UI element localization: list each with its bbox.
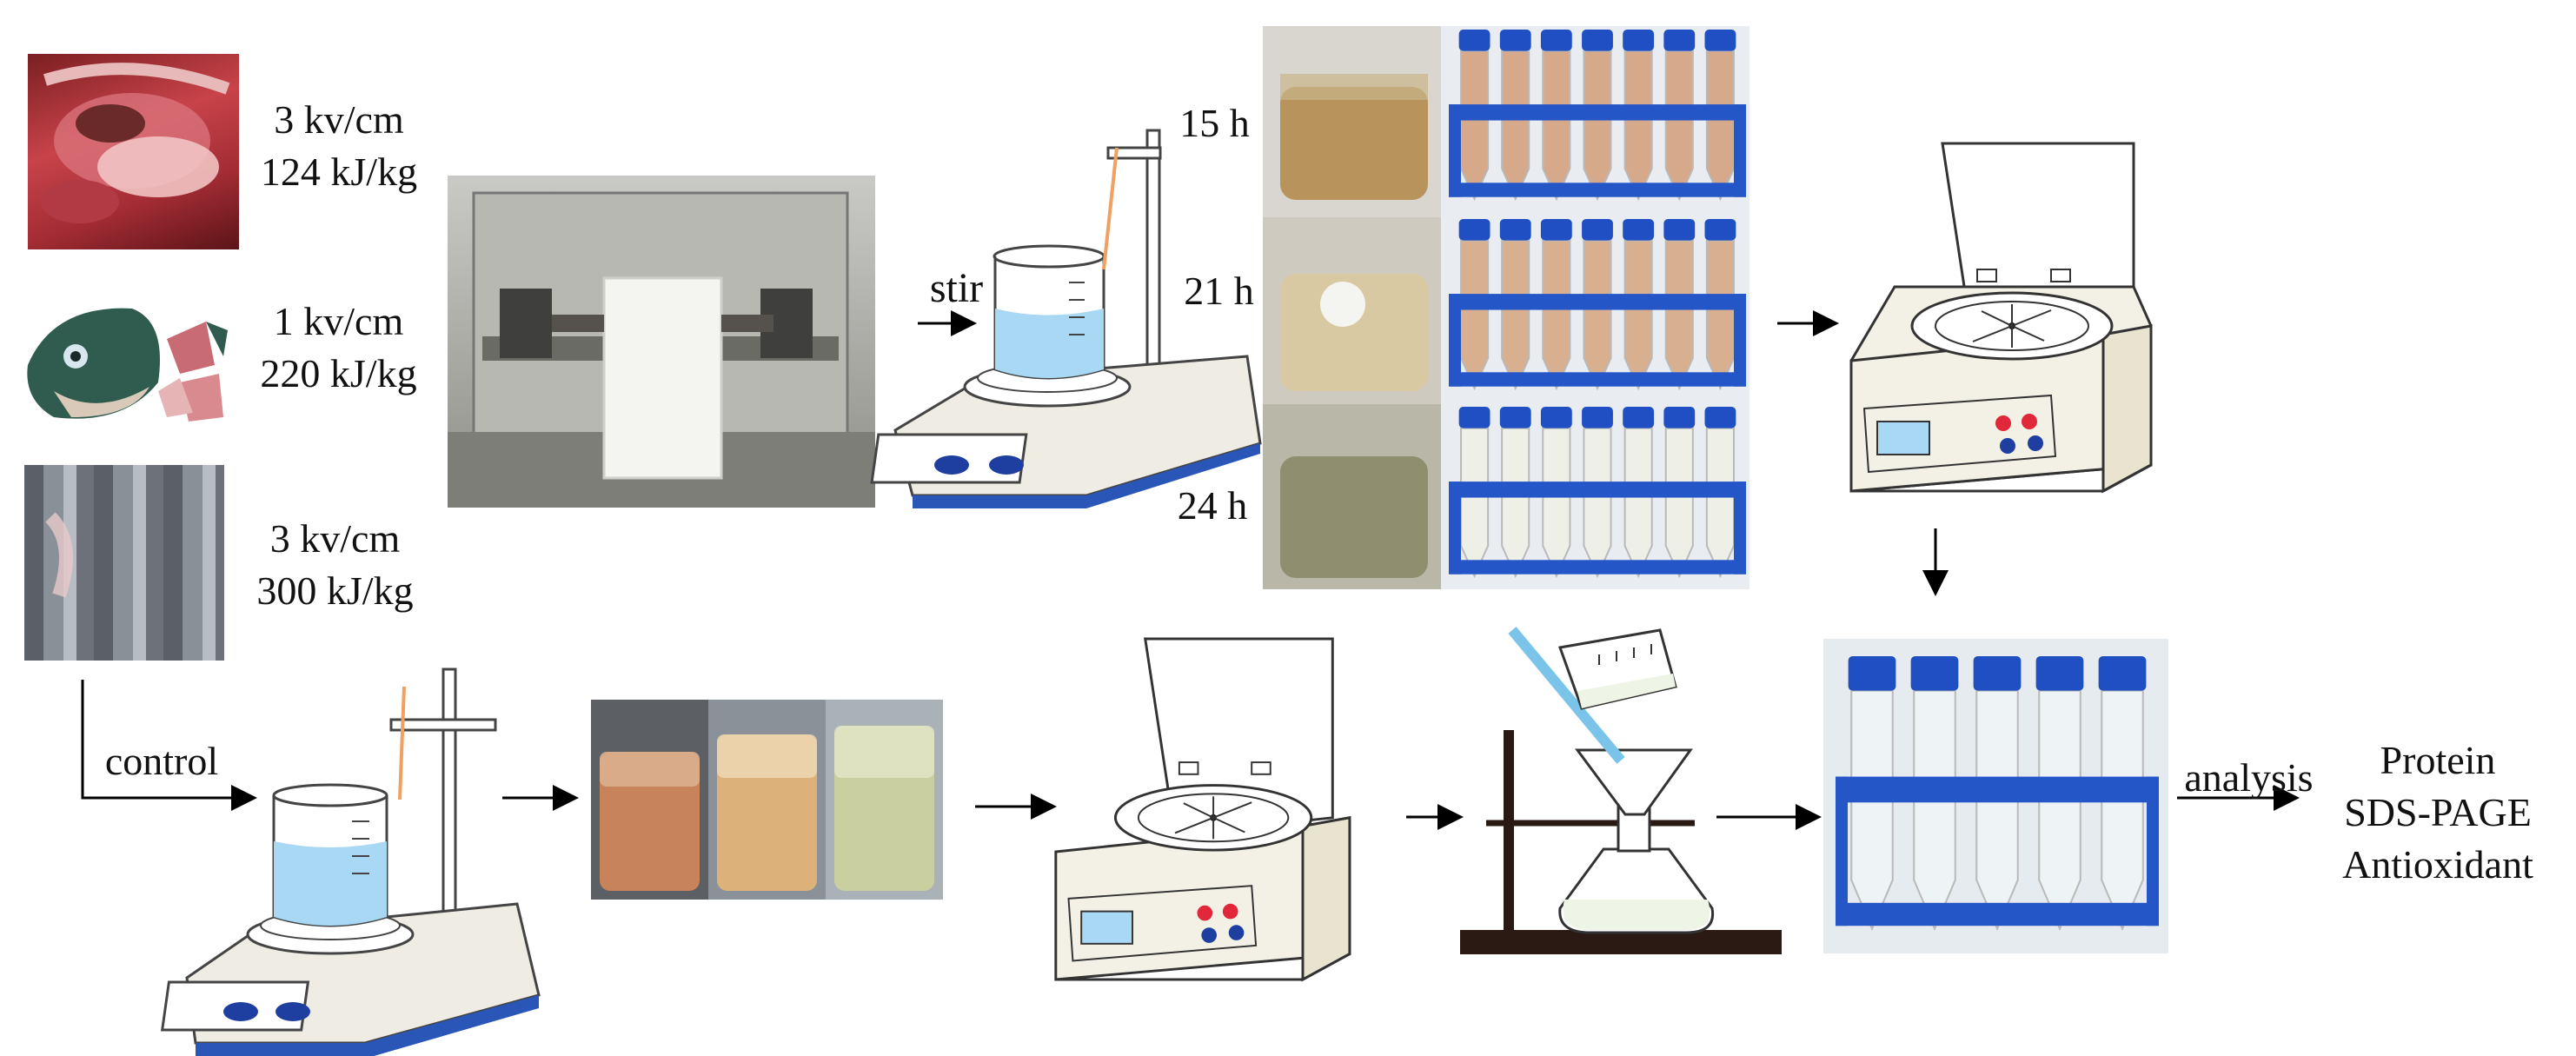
rack-leg — [2147, 776, 2159, 926]
arrow-control — [81, 680, 257, 811]
step-label-stir: stir — [929, 265, 984, 311]
tube-cap — [1910, 656, 1959, 691]
rack-leg — [1836, 776, 1848, 926]
incubation-tube-racks — [1449, 30, 1746, 579]
tube — [1705, 239, 1735, 391]
tube-cap — [1663, 30, 1696, 51]
tube — [1460, 239, 1490, 391]
tube — [1583, 50, 1612, 202]
centrifuge-2 — [1054, 637, 1351, 982]
tube — [1705, 427, 1735, 579]
pef-treatment-chamber-photo — [448, 176, 875, 508]
rack-leg — [1449, 294, 1461, 387]
tube — [1460, 427, 1490, 579]
rack-leg — [1734, 482, 1746, 574]
step-label-analysis: analysis — [2184, 755, 2314, 800]
tube — [1913, 689, 1956, 932]
tube-cap — [1623, 30, 1655, 51]
filtration-setup — [1460, 627, 1782, 954]
sample-photo-fish-viscera — [28, 54, 239, 249]
final-supernatant-tubes-photo — [1823, 639, 2168, 953]
tube — [1975, 689, 2019, 932]
tube-cap — [1663, 219, 1696, 241]
tube-cap — [1499, 30, 1531, 51]
tube — [1501, 50, 1530, 202]
tube-cap — [2098, 656, 2147, 691]
rack-bar — [1449, 482, 1746, 498]
tube — [1623, 427, 1653, 579]
rack-leg — [1734, 294, 1746, 387]
tube — [1501, 427, 1530, 579]
time-label-15h: 15 h — [1179, 101, 1250, 145]
rack-leg — [1449, 482, 1461, 574]
rack-bar — [1836, 902, 2159, 926]
tube — [1664, 50, 1694, 202]
tube-cap — [1704, 30, 1736, 51]
step-label-control: control — [104, 739, 219, 783]
rack-bar — [1449, 104, 1746, 121]
tube — [1583, 427, 1612, 579]
tube-cap — [1499, 407, 1531, 428]
tube-cap — [1540, 407, 1572, 428]
tube-cap — [1458, 219, 1490, 241]
sample-photo-fish-skin — [24, 465, 224, 661]
tube-cap — [1582, 219, 1613, 241]
tube-cap — [1582, 30, 1613, 51]
final-tube-rack — [1836, 656, 2159, 932]
tube — [1501, 239, 1530, 391]
tube — [1623, 50, 1653, 202]
tube — [1583, 239, 1612, 391]
tube-cap — [1582, 407, 1613, 428]
incubation-photo-grid — [1263, 26, 1749, 589]
tube — [1623, 239, 1653, 391]
tube — [1542, 50, 1571, 202]
tube-cap — [1458, 30, 1490, 51]
tube — [1705, 50, 1735, 202]
tube — [1460, 50, 1490, 202]
tube — [1664, 427, 1694, 579]
time-label-24h: 24 h — [1177, 483, 1248, 528]
output-list: Protein SDS-PAGE Antioxidant — [2307, 734, 2568, 891]
tube — [2101, 689, 2144, 932]
tube-cap — [1458, 407, 1490, 428]
tube-cap — [1973, 656, 2022, 691]
tube — [2038, 689, 2081, 932]
tube-cap — [1663, 407, 1696, 428]
rack-bar — [1449, 183, 1746, 197]
tube-cap — [1848, 656, 1896, 691]
extraction-bottles-photo — [591, 700, 943, 900]
sample-photo-fish-heads — [19, 287, 232, 430]
tube — [1542, 239, 1571, 391]
rack-leg — [1449, 104, 1461, 197]
output-antioxidant: Antioxidant — [2342, 842, 2533, 887]
centrifuge-1 — [1849, 142, 2153, 494]
tube-cap — [1499, 219, 1531, 241]
time-label-21h: 21 h — [1184, 269, 1254, 313]
tube-cap — [2035, 656, 2084, 691]
tube-cap — [1540, 219, 1572, 241]
tube-cap — [1623, 407, 1655, 428]
tube — [1664, 239, 1694, 391]
tube-cap — [1540, 30, 1572, 51]
tube-cap — [1704, 219, 1736, 241]
rack-leg — [1734, 104, 1746, 197]
output-protein: Protein — [2380, 738, 2496, 782]
tube — [1542, 427, 1571, 579]
rack-bar — [1449, 372, 1746, 387]
output-sds-page: SDS-PAGE — [2344, 790, 2532, 834]
tube-cap — [1623, 219, 1655, 241]
tube — [1850, 689, 1894, 932]
tube-cap — [1704, 407, 1736, 428]
magnetic-stirrer-2 — [160, 667, 541, 1056]
rack-bar — [1836, 776, 2159, 803]
rack-bar — [1449, 560, 1746, 574]
magnetic-stirrer-1 — [870, 129, 1262, 508]
rack-bar — [1449, 294, 1746, 310]
